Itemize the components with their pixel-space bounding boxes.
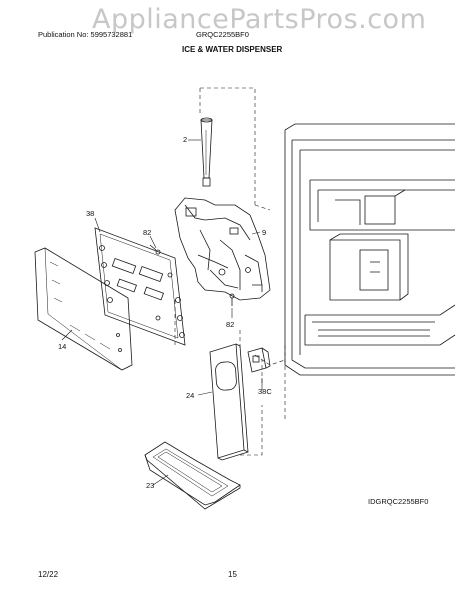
callout-2: 2 (183, 135, 188, 144)
footer-date: 12/22 (38, 570, 59, 579)
switch-38c-part (247, 347, 271, 373)
callout-38c: 38C (258, 387, 272, 396)
callout-38: 38 (86, 209, 95, 218)
callout-82-lower: 82 (226, 320, 235, 329)
callout-9: 9 (262, 228, 267, 237)
water-tube-part (200, 117, 213, 187)
diagram-code: IDGRQC2255BF0 (368, 497, 429, 506)
screw-82-lower (229, 293, 235, 306)
watermark-logo: AppliancePartsPros.com (92, 4, 427, 35)
front-panel-part (34, 247, 133, 371)
alignment-lines (174, 87, 286, 456)
dispenser-housing-part (174, 197, 271, 301)
publication-number: Publication No: 5995732881 (38, 30, 133, 39)
dispenser-paddle-part (209, 343, 249, 461)
callout-82-upper: 82 (143, 228, 152, 237)
control-board-part (94, 227, 186, 346)
page-title: ICE & WATER DISPENSER (182, 45, 283, 54)
page-number: 15 (228, 570, 237, 579)
callout-24: 24 (186, 391, 195, 400)
leader-38 (94, 217, 101, 233)
drip-tray-part (144, 441, 241, 510)
leader-24 (197, 391, 213, 396)
callout-23: 23 (146, 481, 155, 490)
callout-14: 14 (58, 342, 67, 351)
door-frame (284, 123, 456, 376)
leader-9 (251, 231, 261, 235)
leader-23 (152, 474, 169, 486)
model-number: GRQC2255BF0 (196, 30, 249, 39)
leader-82-upper (149, 235, 157, 249)
leader-14 (61, 329, 73, 341)
